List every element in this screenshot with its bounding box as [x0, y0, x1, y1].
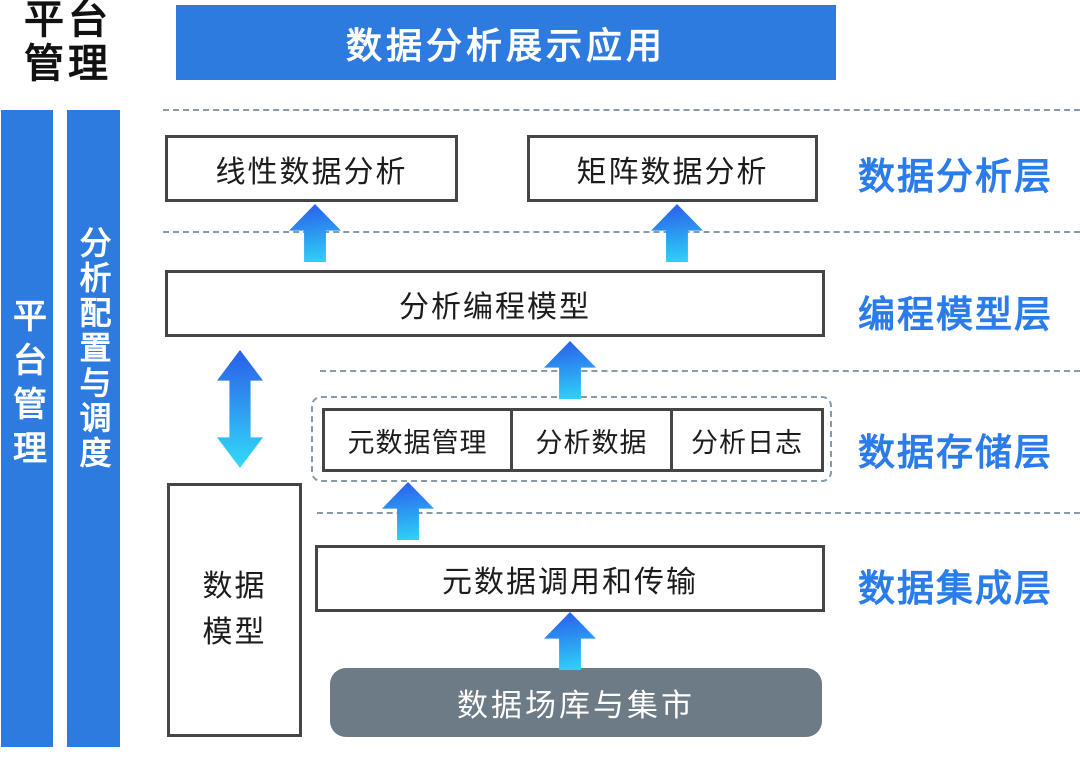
- up-arrow-icon: [651, 204, 703, 262]
- box-data-model-line2: 模型: [202, 616, 267, 649]
- layer-label-data-integration: 数据集成层: [858, 568, 1053, 609]
- sidebar-platform-management-label: 平台管理: [7, 297, 46, 474]
- box-linear-data-analysis: 线性数据分析: [165, 135, 458, 202]
- storage-cell-analysis-log: 分析日志: [670, 411, 821, 469]
- box-matrix-data-analysis-label: 矩阵数据分析: [576, 155, 769, 189]
- storage-dashed-group: 元数据管理 分析数据 分析日志: [311, 396, 832, 482]
- box-analysis-programming-model-label: 分析编程模型: [399, 290, 591, 324]
- dashed-separator-analysis-layer: [163, 231, 1080, 233]
- up-arrow-icon: [544, 612, 596, 670]
- storage-cell-analysis-data: 分析数据: [510, 411, 670, 469]
- corner-label-line1: 平台: [24, 0, 112, 42]
- storage-cell-analysis-log-label: 分析日志: [691, 427, 803, 458]
- sidebar-analysis-config-scheduling-label: 分析配置与调度: [75, 226, 112, 471]
- sidebar-platform-management: 平台管理: [1, 110, 53, 747]
- layer-label-data-analysis: 数据分析层: [858, 156, 1053, 197]
- box-data-model-label: 数据 模型: [203, 564, 267, 656]
- layer-label-data-storage: 数据存储层: [858, 432, 1053, 473]
- dashed-separator-top: [163, 109, 1080, 111]
- dashed-separator-programming-layer: [320, 370, 1080, 372]
- box-data-warehouse-mart: 数据场库与集市: [330, 668, 822, 737]
- double-arrow-icon: [217, 350, 263, 468]
- box-matrix-data-analysis: 矩阵数据分析: [527, 135, 818, 202]
- corner-platform-management-label: 平台 管理: [8, 0, 128, 86]
- box-analysis-programming-model: 分析编程模型: [165, 270, 825, 337]
- sidebar-analysis-config-scheduling: 分析配置与调度: [67, 110, 120, 747]
- corner-label-line2: 管理: [24, 42, 112, 86]
- storage-cell-analysis-data-label: 分析数据: [535, 427, 648, 458]
- storage-row: 元数据管理 分析数据 分析日志: [322, 408, 824, 472]
- box-data-model-line1: 数据: [202, 570, 267, 603]
- box-metadata-call-transfer-label: 元数据调用和传输: [442, 565, 698, 599]
- box-data-model: 数据 模型: [167, 483, 302, 737]
- storage-cell-metadata-management: 元数据管理: [325, 411, 510, 469]
- storage-cell-metadata-management-label: 元数据管理: [347, 427, 488, 458]
- banner-title: 数据分析展示应用: [345, 24, 666, 66]
- box-linear-data-analysis-label: 线性数据分析: [215, 155, 408, 189]
- up-arrow-icon: [289, 204, 341, 262]
- layer-label-programming-model: 编程模型层: [858, 294, 1053, 335]
- box-data-warehouse-mart-label: 数据场库与集市: [457, 688, 695, 723]
- box-metadata-call-transfer: 元数据调用和传输: [315, 545, 825, 612]
- dashed-separator-storage-layer: [317, 512, 1080, 514]
- banner-data-analysis-display-app: 数据分析展示应用: [176, 5, 836, 80]
- up-arrow-icon: [382, 482, 434, 540]
